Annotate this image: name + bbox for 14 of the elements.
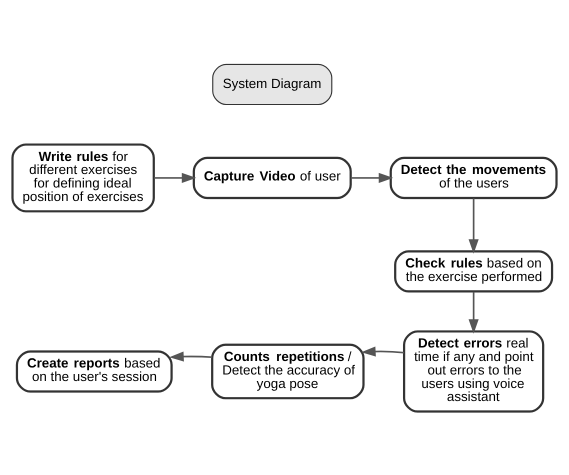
node-box: Create reports based on the user's session <box>16 350 173 392</box>
node-box: Check rules based on the exercise performed <box>394 250 554 292</box>
node-box: Capture Video of user <box>192 156 352 199</box>
node-box: Write rules for different exercises for defining ideal position of exercises <box>11 142 155 212</box>
node-box: Counts repetitions/ Detect the accuracy of yoga pose <box>211 343 365 399</box>
arrow <box>468 198 479 254</box>
arrow <box>361 346 404 356</box>
node-box: System Diagram <box>212 63 332 105</box>
arrow <box>154 172 196 182</box>
node-box: Detect the movements of the users <box>390 156 558 199</box>
arrow <box>169 350 212 362</box>
arrow <box>468 291 479 334</box>
node-box: Detect errors real time if any and point out errors to the users using voice assistant <box>402 330 544 412</box>
arrow <box>350 172 394 182</box>
